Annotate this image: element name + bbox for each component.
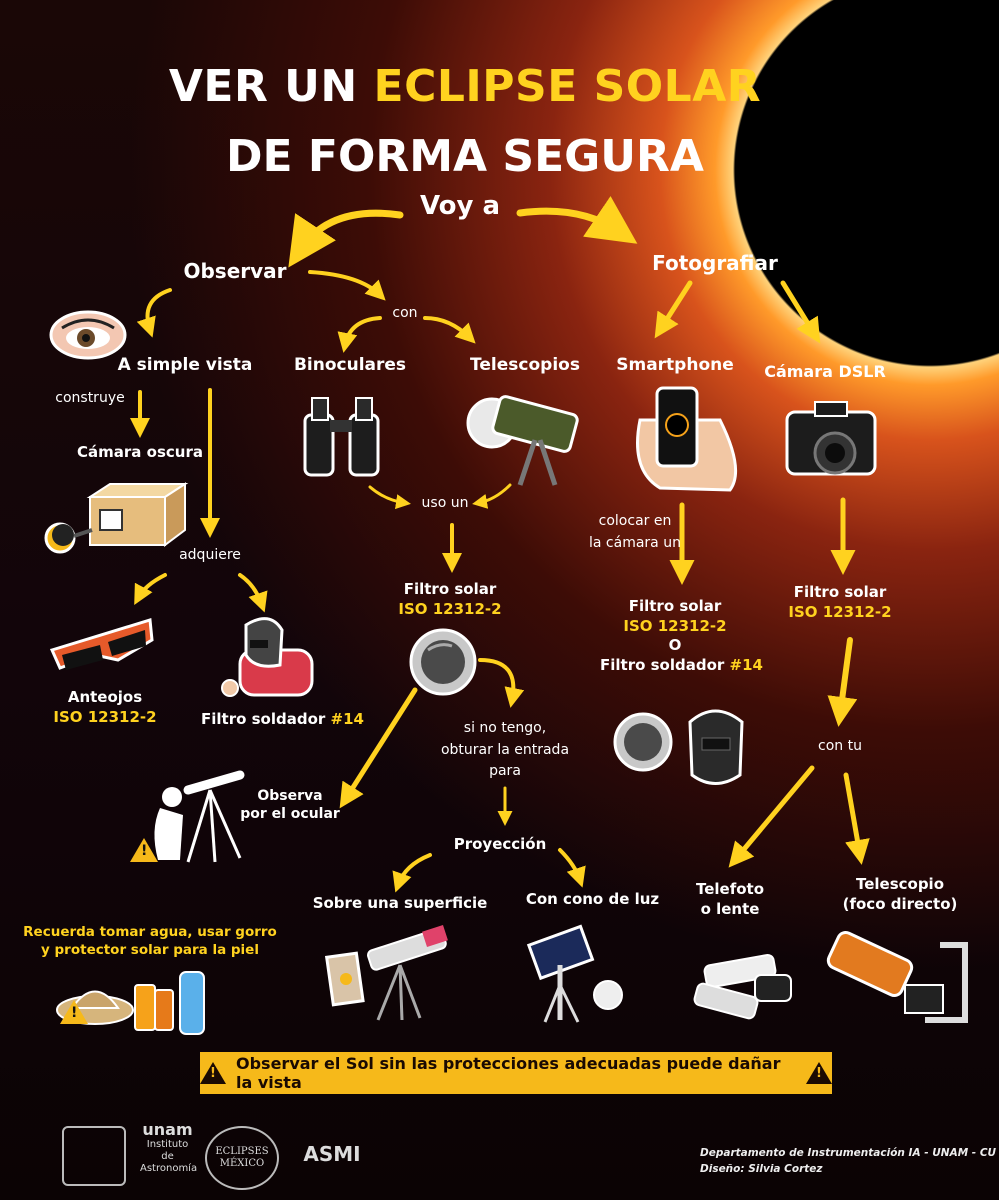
ia-line-2: Astronomía <box>140 1163 198 1175</box>
person-telescope-icon <box>154 770 245 863</box>
naked-eye-node: A simple vista <box>117 355 253 375</box>
warning-text: Observar el Sol sin las protecciones ade… <box>236 1054 781 1092</box>
reminder-line-2: y protector solar para la piel <box>41 941 259 958</box>
direct-focus-node: Telescopio(foco directo) <box>835 875 965 914</box>
credit-line-2: Diseño: Silvia Cortez <box>700 1163 823 1176</box>
welder-person-icon <box>221 617 314 697</box>
eyepiece-node: Observa por el ocular <box>230 787 350 823</box>
acquire-label: adquiere <box>179 547 241 563</box>
no-filter-line-2: obturar la entrada <box>440 741 570 758</box>
root-node: Voy a <box>419 191 501 221</box>
use-a-label: uso un <box>421 495 469 511</box>
reminder-line-1: Recuerda tomar agua, usar gorro <box>23 924 277 940</box>
solar-filter-label: Filtro solar <box>403 580 497 598</box>
ia-unam-logo: unam Instituto de Astronomía <box>140 1120 198 1175</box>
eclipse-glasses-icon <box>49 618 154 670</box>
eclipses-mexico-logo: ECLIPSES MÉXICO <box>205 1126 279 1190</box>
solar-filter-iso-label: ISO 12312-2 <box>398 599 502 618</box>
eyepiece-line-2: por el ocular <box>240 806 340 823</box>
telescope-direct-focus-icon <box>826 931 968 1023</box>
telescopes-node: Telescopios <box>470 355 580 375</box>
telephoto-lens-icon <box>693 954 792 1020</box>
warning-triangle-icon <box>130 838 158 862</box>
ia-line-1: Instituto de <box>146 1139 189 1163</box>
dslr-node: Cámara DSLR <box>764 362 886 381</box>
page-title-line-1: VER UN ECLIPSE SOLAR <box>0 58 930 115</box>
warning-triangle-icon <box>60 1000 88 1024</box>
welder-filter-number: #14 <box>330 710 364 728</box>
solar-filter-icon <box>409 628 477 696</box>
warning-banner: Observar el Sol sin las protecciones ade… <box>200 1052 832 1094</box>
light-cone-node: Con cono de luz <box>525 890 660 908</box>
telephoto-line-1: Telefoto <box>695 880 765 898</box>
title-highlight: ECLIPSE SOLAR <box>373 61 762 112</box>
build-label: construye <box>55 390 125 406</box>
smartphone-node: Smartphone <box>616 355 734 375</box>
title-text: VER UN <box>168 61 374 112</box>
warning-icon <box>200 1062 226 1084</box>
photograph-node: Fotografiar <box>652 251 778 275</box>
place-line-1: colocar en <box>598 513 672 529</box>
credit-line-1: Departamento de Instrumentación IA - UNA… <box>700 1147 997 1159</box>
unam-logo-text: unam <box>142 1120 193 1139</box>
projection-surface-icon <box>324 924 448 1021</box>
no-filter-note: si no tengo, obturar la entrada para <box>430 718 580 783</box>
phone-filter-iso-label: ISO 12312-2 <box>623 616 727 635</box>
asmi-logo: ASMI <box>303 1142 361 1166</box>
camera-obscura-node: Cámara oscura <box>77 443 203 461</box>
phone-welder-label: Filtro soldador <box>600 655 730 674</box>
welder-filter-label: Filtro soldador <box>201 710 331 728</box>
mexico-text: MÉXICO <box>219 1158 265 1169</box>
with-label: con <box>392 305 418 321</box>
welder-filter-node: Filtro soldador #14 <box>195 710 370 730</box>
binoculars-icon <box>303 397 380 477</box>
with-your-label: con tu <box>818 738 862 754</box>
no-filter-line-3: para <box>489 763 521 780</box>
eclipses-text: ECLIPSES <box>215 1146 269 1157</box>
glasses-label: Anteojos <box>67 688 143 706</box>
telescope-icon <box>466 395 579 486</box>
phone-solar-filter-icon <box>613 712 673 772</box>
direct-focus-line-1: Telescopio <box>855 875 945 893</box>
phone-welder-number: #14 <box>729 655 763 674</box>
projection-node: Proyección <box>453 835 547 853</box>
observe-node: Observar <box>183 259 287 283</box>
place-on-camera-label: colocar en la cámara un <box>575 510 695 555</box>
glasses-iso-label: ISO 12312-2 <box>53 707 157 726</box>
telephoto-line-2: o lente <box>700 899 760 918</box>
dslr-filter-iso-label: ISO 12312-2 <box>788 602 892 621</box>
smartphone-icon <box>636 386 738 492</box>
welder-mask-icon <box>688 709 744 785</box>
light-cone-projection-icon <box>526 924 623 1023</box>
dslr-camera-icon <box>785 401 877 476</box>
binoculars-node: Binoculares <box>293 355 407 375</box>
or-label: O <box>668 636 682 654</box>
page-title-line-2: DE FORMA SEGURA <box>226 131 704 182</box>
dslr-filter-label: Filtro solar <box>793 583 887 601</box>
unam-shield-logo <box>62 1126 126 1186</box>
warning-icon <box>806 1062 832 1084</box>
eye-icon <box>49 310 127 360</box>
pinhole-camera-icon <box>44 482 189 554</box>
credits: Departamento de Instrumentación IA - UNA… <box>700 1145 996 1178</box>
direct-focus-line-2: (foco directo) <box>842 894 958 913</box>
phone-filter-label: Filtro solar <box>628 597 722 615</box>
no-filter-line-1: si no tengo, <box>463 720 547 736</box>
place-line-2: la cámara un <box>589 535 681 552</box>
surface-projection-node: Sobre una superficie <box>312 894 488 912</box>
eyepiece-line-1: Observa <box>257 788 323 804</box>
